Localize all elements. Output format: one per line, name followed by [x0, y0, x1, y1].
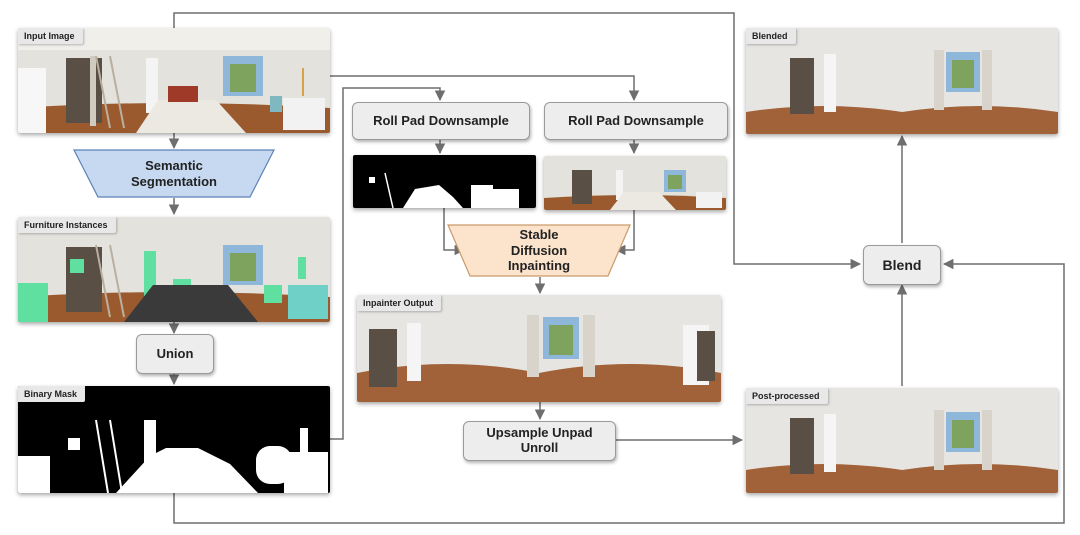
upsample-line-1: Upsample Unpad	[486, 425, 593, 441]
downsampled-mask-thumbnail	[353, 155, 536, 208]
stable-diffusion-inpainting-node: Stable Diffusion Inpainting	[447, 224, 631, 277]
binary-mask-thumbnail: Binary Mask	[18, 386, 330, 493]
union-node: Union	[136, 334, 214, 374]
blended-thumbnail: Blended	[746, 28, 1058, 134]
furniture-instances-label: Furniture Instances	[18, 217, 116, 233]
downsampled-image-thumbnail	[544, 156, 726, 210]
wire-mask-thumb-to-inpainting	[443, 208, 466, 256]
semantic-segmentation-node: Semantic Segmentation	[73, 149, 275, 198]
binary-mask-label: Binary Mask	[18, 386, 86, 402]
stable-diffusion-line-1: Stable	[519, 227, 559, 243]
wire-input-to-roll-pad-right	[330, 75, 640, 102]
segmentation-shape	[73, 149, 275, 198]
wire-top-loop-to-blend	[173, 12, 862, 270]
wire-mask-to-roll-pad-left	[330, 87, 446, 440]
roll-pad-downsample-left-node: Roll Pad Downsample	[352, 102, 530, 140]
inpainting-shape	[447, 224, 631, 277]
input-image-thumbnail: Input Image	[18, 28, 330, 133]
post-processed-label: Post-processed	[746, 388, 828, 404]
semantic-segmentation-line-1: Semantic	[145, 157, 203, 173]
furniture-instances-thumbnail: Furniture Instances	[18, 217, 330, 322]
wire-bottom-loop-to-blend	[173, 258, 1065, 524]
wire-image-thumb-to-inpainting	[614, 210, 635, 256]
inpainter-output-thumbnail: Inpainter Output	[357, 295, 721, 402]
blended-label: Blended	[746, 28, 796, 44]
stable-diffusion-line-2: Diffusion	[510, 242, 568, 258]
upsample-line-2: Unroll	[520, 440, 559, 455]
inpainter-output-label: Inpainter Output	[357, 295, 441, 311]
roll-pad-downsample-right-node: Roll Pad Downsample	[544, 102, 728, 140]
blend-node: Blend	[863, 245, 941, 285]
post-processed-thumbnail: Post-processed	[746, 388, 1058, 493]
input-image-label: Input Image	[18, 28, 83, 44]
semantic-segmentation-line-2: Segmentation	[131, 173, 217, 189]
stable-diffusion-line-3: Inpainting	[507, 258, 571, 274]
upsample-unpad-unroll-node: Upsample Unpad Unroll	[463, 421, 616, 461]
